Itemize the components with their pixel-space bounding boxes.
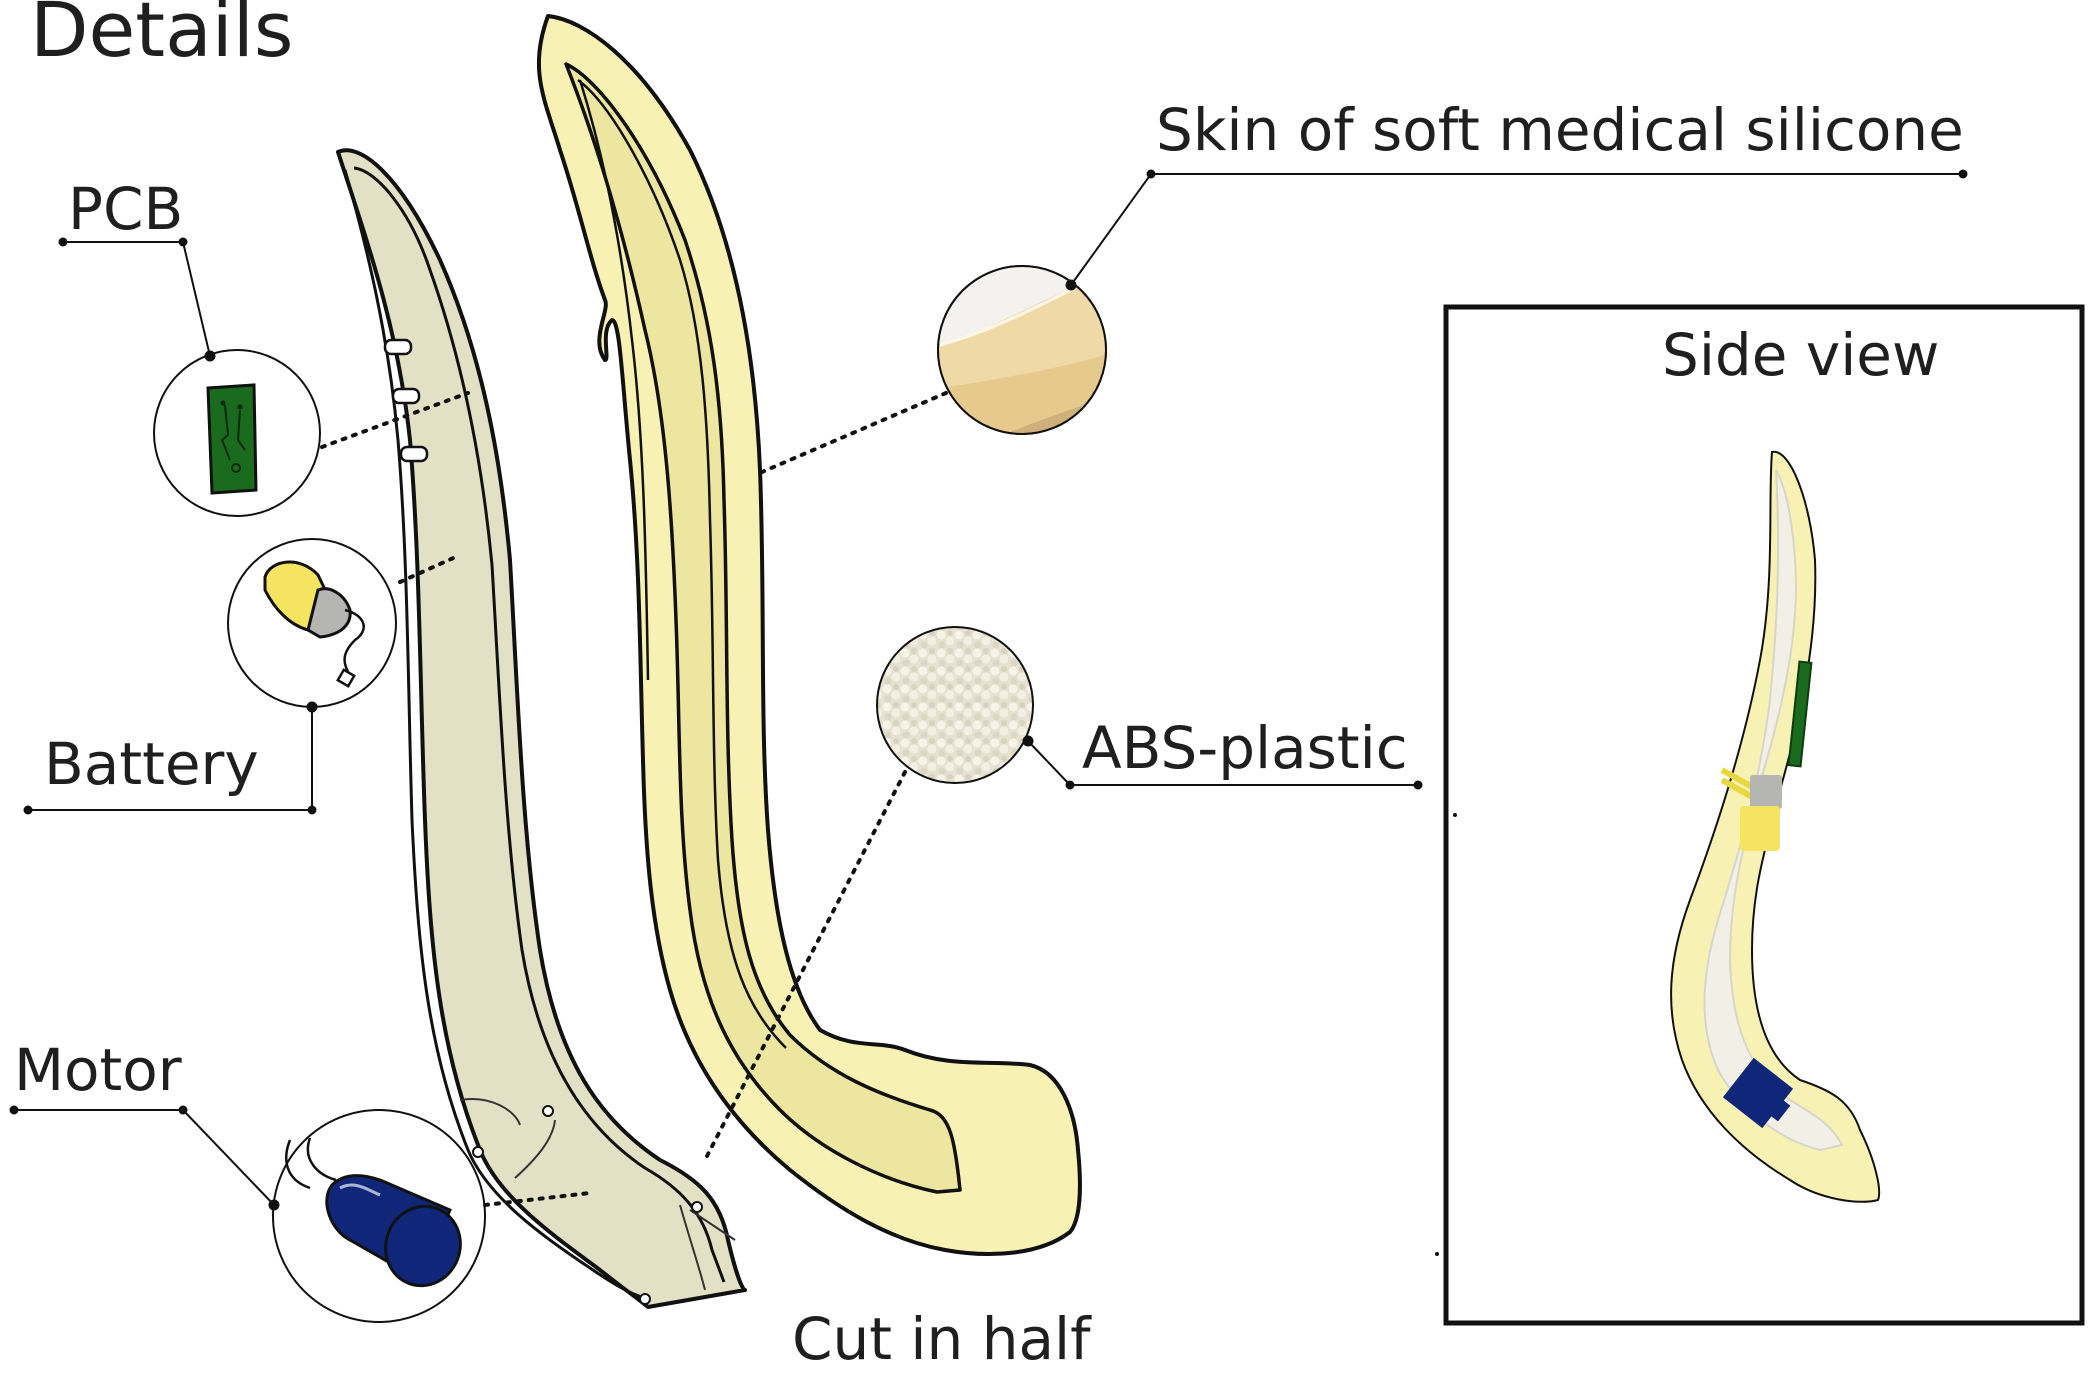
page-title: Details <box>30 0 293 68</box>
label-skin: Skin of soft medical silicone <box>1156 101 1964 159</box>
label-cut-in-half: Cut in half <box>792 1310 1091 1368</box>
skin-half-shape <box>539 16 1080 1254</box>
label-pcb: PCB <box>68 180 183 238</box>
silicone-swatch-image <box>930 260 1120 450</box>
side-battery <box>1740 806 1780 851</box>
abs-callout <box>870 620 1040 790</box>
pcb-icon <box>208 385 256 493</box>
label-battery: Battery <box>44 735 259 793</box>
battery-callout <box>228 539 396 707</box>
motor-callout <box>273 1110 485 1322</box>
label-side-view: Side view <box>1662 326 1939 384</box>
label-motor: Motor <box>14 1041 182 1099</box>
abs-pellet-image <box>870 620 1040 790</box>
silicone-callout <box>930 260 1120 450</box>
pcb-callout <box>154 350 320 516</box>
side-battery-cap <box>1750 775 1782 809</box>
label-abs: ABS-plastic <box>1082 719 1408 777</box>
